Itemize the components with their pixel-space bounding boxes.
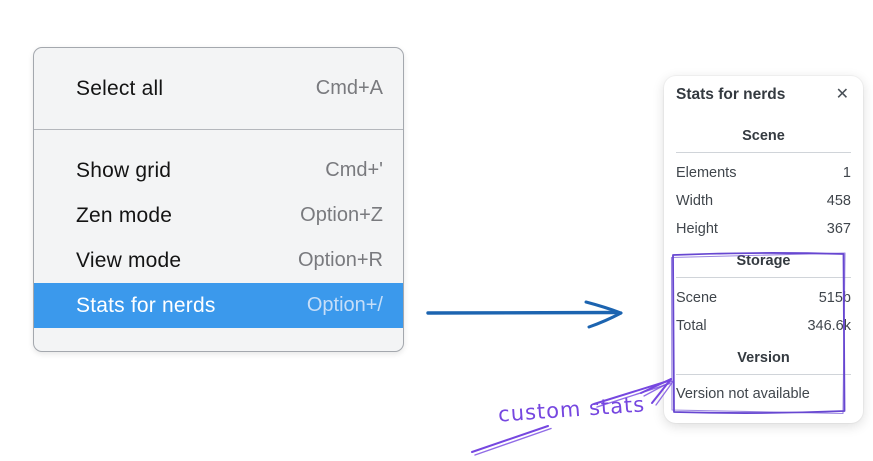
stat-value: 346.6k: [807, 318, 851, 334]
stats-section-scene: Scene Elements 1 Width 458 Height 367: [676, 128, 851, 243]
stat-row: Width 458: [676, 187, 851, 215]
stats-section-storage: Storage Scene 515b Total 346.6k: [676, 253, 851, 340]
menu-item-zen-mode[interactable]: Zen mode Option+Z: [34, 193, 403, 238]
stat-row: Elements 1: [676, 159, 851, 187]
stat-label: Elements: [676, 165, 737, 181]
section-heading: Storage: [736, 253, 791, 269]
section-heading: Version: [737, 350, 790, 366]
stat-value: 1: [842, 165, 851, 181]
custom-stats-annotation-text: custom stats: [497, 392, 646, 427]
stat-row: Total 346.6k: [676, 312, 851, 340]
stats-panel-title: Stats for nerds: [676, 86, 786, 103]
menu-item-stats-for-nerds[interactable]: Stats for nerds Option+/: [34, 283, 403, 328]
stats-panel-header: Stats for nerds ✕: [676, 86, 851, 104]
menu-item-shortcut: Option+/: [306, 294, 383, 316]
menu-item-show-grid[interactable]: Show grid Cmd+': [34, 148, 403, 193]
blue-arrow: [426, 300, 623, 329]
menu-item-shortcut: Option+R: [297, 249, 383, 271]
close-icon[interactable]: ✕: [835, 86, 849, 103]
menu-item-label: Select all: [76, 76, 164, 100]
stat-value: 367: [826, 221, 851, 237]
stat-row: Scene 515b: [676, 284, 851, 312]
menu-item-shortcut: Option+Z: [300, 204, 383, 226]
stats-section-version: Version Version not available: [676, 350, 851, 407]
menu-item-view-mode[interactable]: View mode Option+R: [34, 238, 403, 283]
section-divider: [676, 277, 851, 278]
stat-label: Scene: [676, 290, 718, 306]
stat-row: Height 367: [676, 215, 851, 243]
menu-group: Show grid Cmd+' Zen mode Option+Z View m…: [34, 130, 403, 328]
stat-value: 515b: [818, 290, 851, 306]
context-menu: Select all Cmd+A Show grid Cmd+' Zen mod…: [33, 47, 404, 352]
stats-panel: Stats for nerds ✕ Scene Elements 1 Width…: [664, 76, 863, 423]
section-divider: [676, 374, 851, 375]
menu-item-label: Stats for nerds: [76, 293, 216, 317]
section-heading: Scene: [742, 128, 785, 144]
stat-value: 458: [826, 193, 851, 209]
menu-divider: [34, 129, 403, 130]
menu-item-select-all[interactable]: Select all Cmd+A: [34, 48, 403, 129]
menu-item-label: Zen mode: [76, 203, 173, 227]
menu-item-shortcut: Cmd+A: [315, 77, 383, 99]
menu-item-label: View mode: [76, 248, 182, 272]
menu-item-shortcut: Cmd+': [325, 159, 383, 181]
menu-item-label: Show grid: [76, 158, 172, 182]
stat-label: Height: [676, 221, 718, 237]
section-divider: [676, 152, 851, 153]
stat-label: Total: [676, 318, 707, 334]
stat-label: Width: [676, 193, 714, 209]
version-note: Version not available: [676, 386, 810, 402]
